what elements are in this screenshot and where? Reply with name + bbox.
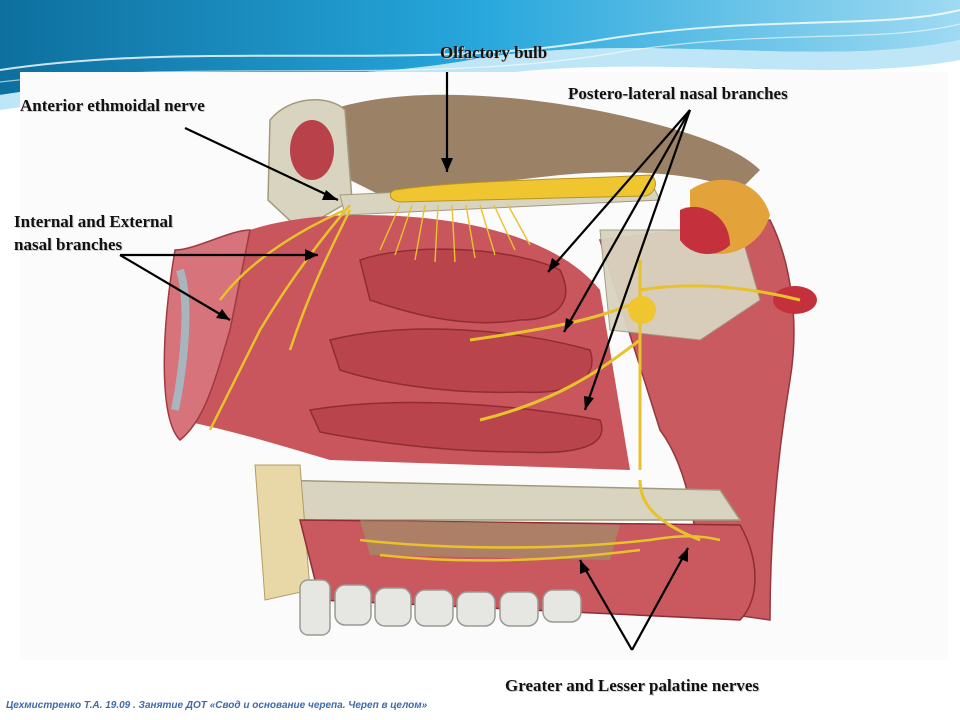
arrow-nasal-branches-2	[119, 254, 231, 321]
label-palatine-nerves: Greater and Lesser palatine nerves	[505, 676, 760, 695]
arrow-anterior-ethmoidal	[184, 127, 339, 201]
label-internal-external-line1: Internal and External	[14, 212, 173, 231]
footer-credit: Цехмистренко Т.А. 19.09 . Занятие ДОТ «С…	[6, 700, 428, 711]
arrow-palatine-2	[631, 547, 689, 651]
label-postero-lateral-nasal-branches: Postero-lateral nasal branches	[568, 84, 788, 103]
arrow-postero-lateral-2	[563, 109, 691, 333]
arrow-postero-lateral-1	[547, 109, 691, 273]
label-anterior-ethmoidal-nerve: Anterior ethmoidal nerve	[20, 96, 205, 115]
label-internal-external-line2: nasal branches	[14, 235, 123, 254]
arrow-palatine-1	[579, 559, 633, 651]
label-olfactory-bulb: Olfactory bulb	[440, 43, 548, 62]
arrow-postero-lateral-3	[583, 109, 692, 411]
